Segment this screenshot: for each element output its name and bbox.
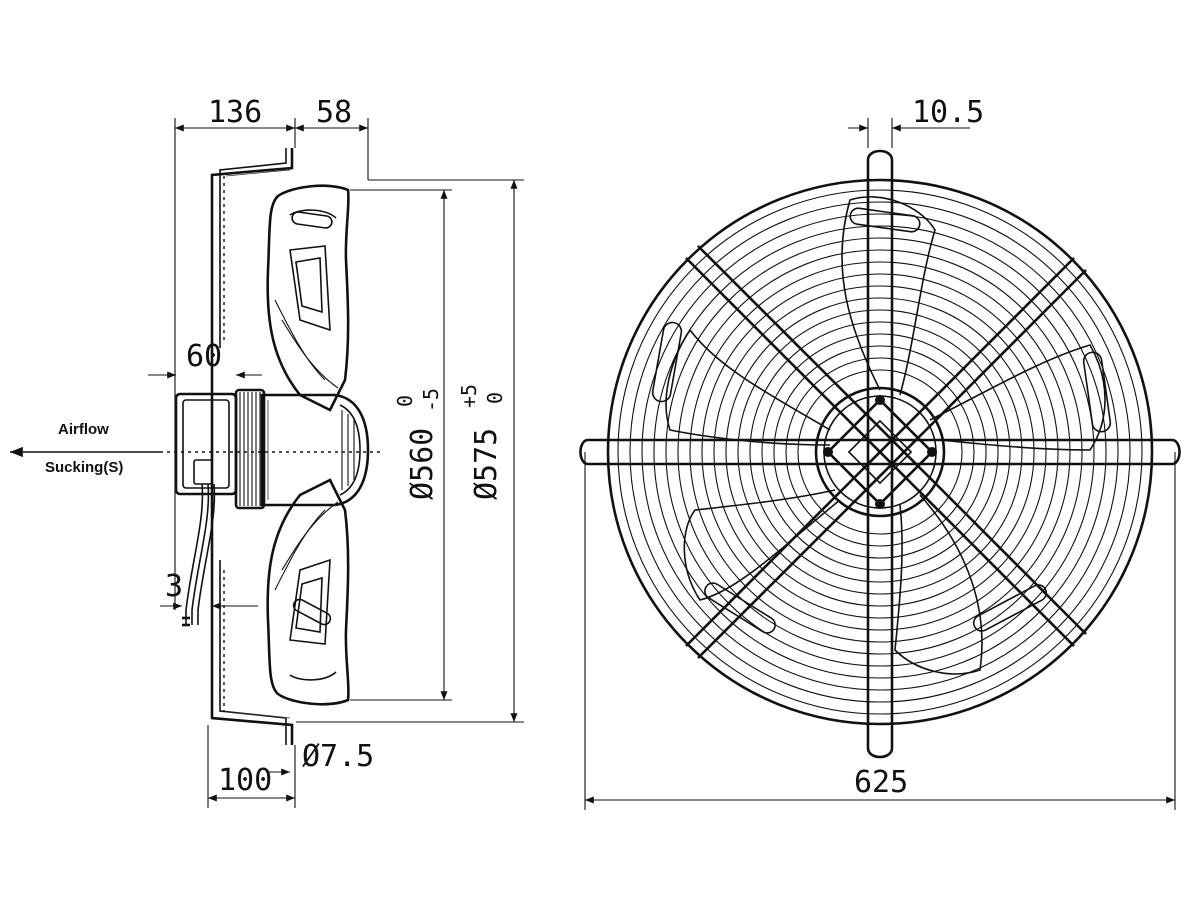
- dim-hole-label: Ø7.5: [302, 739, 374, 774]
- airflow-indicator: Airflow Sucking(S): [9, 421, 160, 476]
- dimension-10-5: 10.5: [848, 95, 984, 148]
- dim-100-label: 100: [218, 763, 272, 798]
- motor-body: [174, 388, 266, 510]
- front-view: 10.5 625: [579, 95, 1181, 810]
- blade-upper: [266, 184, 350, 412]
- sucking-label: Sucking(S): [45, 459, 123, 476]
- dimension-3: 3: [160, 569, 258, 610]
- dia-575-lower-tol: 0: [483, 392, 507, 404]
- dia-575-label: Ø575: [469, 428, 504, 500]
- dia-560-label: Ø560: [405, 428, 440, 500]
- blade-lower: [266, 478, 350, 706]
- dim-58-label: 58: [316, 95, 352, 130]
- hub-plate: [814, 386, 946, 518]
- dimension-dia-560: Ø560 0 -5: [350, 189, 452, 701]
- dia-575-upper-tol: +5: [457, 384, 481, 408]
- guard-outer-ring: [606, 178, 1154, 726]
- guard-rods: [579, 149, 1181, 759]
- rotor-hub: [260, 393, 370, 507]
- guard-wire-rings: [617, 189, 1143, 715]
- side-view: 136 58: [9, 95, 524, 808]
- dim-10-5-label: 10.5: [912, 95, 984, 130]
- dimension-58: 58: [294, 95, 369, 180]
- dimension-136: 136: [174, 95, 295, 610]
- mounting-frame: [210, 148, 294, 745]
- dimension-dia-575: Ø575 +5 0: [296, 179, 524, 723]
- dim-60-label: 60: [186, 339, 222, 374]
- dimension-625: 625: [584, 452, 1176, 810]
- dim-136-label: 136: [208, 95, 262, 130]
- dia-560-upper-tol: 0: [393, 395, 417, 407]
- fan-blades: [651, 196, 1112, 675]
- dim-3-label: 3: [165, 569, 183, 604]
- dia-560-lower-tol: -5: [419, 388, 443, 412]
- motor-cables: [182, 483, 216, 627]
- dim-625-label: 625: [854, 765, 908, 800]
- dimension-60: 60: [148, 339, 262, 379]
- dimension-100: 100 Ø7.5: [207, 725, 374, 808]
- airflow-label: Airflow: [58, 421, 109, 438]
